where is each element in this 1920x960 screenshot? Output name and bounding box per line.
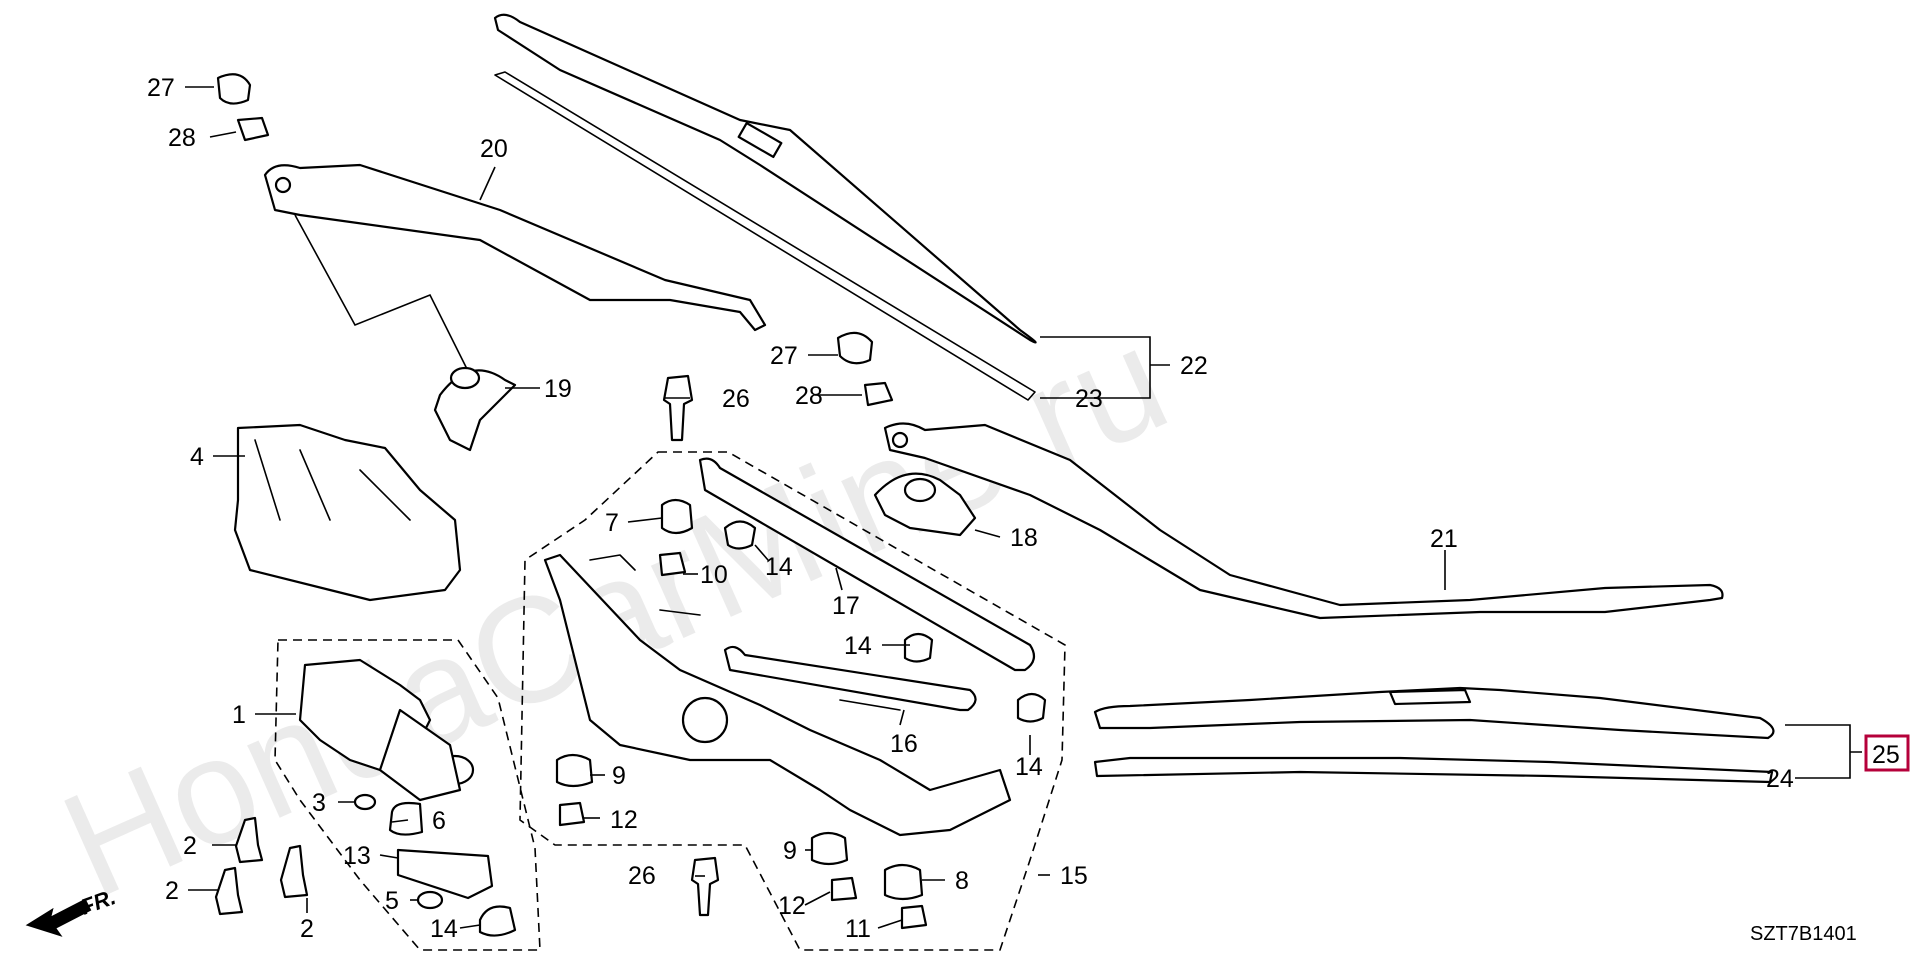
callout-4: 4	[190, 443, 204, 471]
callout-21: 21	[1430, 525, 1458, 553]
blade-connector	[737, 121, 783, 159]
pivot-cap-18[interactable]	[873, 472, 977, 537]
bushing-6[interactable]	[388, 801, 424, 836]
callout-9-a: 9	[612, 762, 626, 790]
callout-14-c: 14	[1015, 753, 1043, 781]
callout-26-a: 26	[722, 385, 750, 413]
collar-10[interactable]	[658, 551, 687, 577]
callout-14-d: 14	[430, 915, 458, 943]
callout-2-c: 2	[300, 915, 314, 943]
front-wiper-blade-driver[interactable]	[493, 13, 1037, 344]
nut-28-top[interactable]	[236, 116, 270, 142]
pivot-cap-top	[449, 366, 481, 390]
callout-17: 17	[832, 592, 860, 620]
leader-25-bracket	[1785, 724, 1862, 779]
callout-14-a: 14	[765, 553, 793, 581]
grommet-7[interactable]	[660, 498, 694, 535]
bolt-26-bottom[interactable]	[690, 856, 720, 917]
linkage-group-outline	[519, 451, 1066, 951]
collar-12-b[interactable]	[830, 876, 858, 902]
callout-5: 5	[385, 887, 399, 915]
link-rod-17[interactable]	[698, 457, 1036, 672]
diagram-code: SZT7B1401	[1750, 923, 1857, 945]
callout-14-b: 14	[844, 632, 872, 660]
wiper-arm-20[interactable]	[263, 163, 767, 332]
cap-27-top[interactable]	[216, 73, 252, 105]
callout-labels: 1 2 2 2 3 4 5 6 7 8 9 9 10 11 12 12 13 1…	[147, 74, 1900, 943]
bolt-2-a[interactable]	[234, 816, 264, 864]
wiper-arm-21[interactable]	[883, 422, 1724, 620]
callout-6: 6	[432, 807, 446, 835]
pivot-cap-18-top	[903, 477, 937, 503]
callout-27-a: 27	[147, 74, 175, 102]
blade-connector-25	[1388, 688, 1472, 706]
callout-24: 24	[1766, 765, 1794, 793]
blade-rubber-24[interactable]	[1093, 756, 1774, 784]
callout-10: 10	[700, 561, 728, 589]
callout-12-a: 12	[610, 806, 638, 834]
motor-cover-4[interactable]	[233, 423, 462, 602]
cover-detail	[254, 439, 411, 521]
linkage-frame-15[interactable]	[543, 553, 1012, 837]
callout-18: 18	[1010, 524, 1038, 552]
washer-3[interactable]	[353, 793, 377, 811]
callout-25: 25	[1872, 741, 1900, 769]
blade-rubber-23[interactable]	[494, 71, 1036, 401]
nut-5[interactable]	[416, 890, 444, 910]
link-rod-16[interactable]	[723, 645, 977, 712]
grommet-8[interactable]	[883, 863, 924, 901]
bushing-14-a[interactable]	[723, 520, 757, 550]
bushing-14-b[interactable]	[903, 632, 934, 663]
callout-19: 19	[544, 375, 572, 403]
motor-body	[378, 708, 462, 802]
callout-1: 1	[232, 701, 246, 729]
collar-12-a[interactable]	[558, 801, 586, 827]
callout-27-b: 27	[770, 342, 798, 370]
bushing-14-lower[interactable]	[478, 905, 517, 937]
callout-12-b: 12	[778, 892, 806, 920]
frame-bracket	[589, 554, 901, 711]
callout-2-a: 2	[183, 832, 197, 860]
collar-11[interactable]	[900, 904, 928, 930]
cap-27-mid[interactable]	[836, 331, 874, 365]
callout-20: 20	[480, 135, 508, 163]
callout-11: 11	[845, 915, 871, 943]
leader-lines	[185, 86, 1446, 929]
bushing-14-c[interactable]	[1016, 692, 1047, 723]
callout-26-b: 26	[628, 862, 656, 890]
rear-wiper-blade-25[interactable]	[1093, 686, 1775, 740]
motor-group-outline	[274, 639, 541, 951]
bolt-2-b[interactable]	[279, 844, 309, 899]
front-arrow-icon	[25, 898, 92, 937]
callout-8: 8	[955, 867, 969, 895]
highlighted-part-box[interactable]	[1864, 734, 1910, 772]
callout-7: 7	[605, 509, 619, 537]
arm-pivot-hole	[274, 176, 292, 194]
callout-3: 3	[312, 789, 326, 817]
front-direction-indicator: FR.	[25, 884, 119, 937]
nut-28-mid[interactable]	[863, 381, 894, 407]
callout-2-b: 2	[165, 877, 179, 905]
grommet-9-a[interactable]	[555, 753, 594, 788]
callout-28-b: 28	[795, 382, 823, 410]
grommet-9-b[interactable]	[810, 831, 849, 866]
callout-22: 22	[1180, 352, 1208, 380]
frame-hole	[681, 696, 729, 744]
bolt-2-c[interactable]	[214, 866, 244, 916]
callout-28-a: 28	[168, 124, 196, 152]
arm-21-pivot-hole	[891, 431, 909, 449]
leader-22-bracket	[1040, 336, 1170, 399]
callout-13: 13	[343, 842, 371, 870]
arm-20-link-line	[294, 214, 471, 376]
callout-16: 16	[890, 730, 918, 758]
bolt-26-top[interactable]	[662, 374, 694, 442]
callout-15: 15	[1060, 862, 1088, 890]
callout-9-b: 9	[783, 837, 797, 865]
callout-23: 23	[1075, 385, 1103, 413]
bracket-13[interactable]	[396, 848, 494, 900]
